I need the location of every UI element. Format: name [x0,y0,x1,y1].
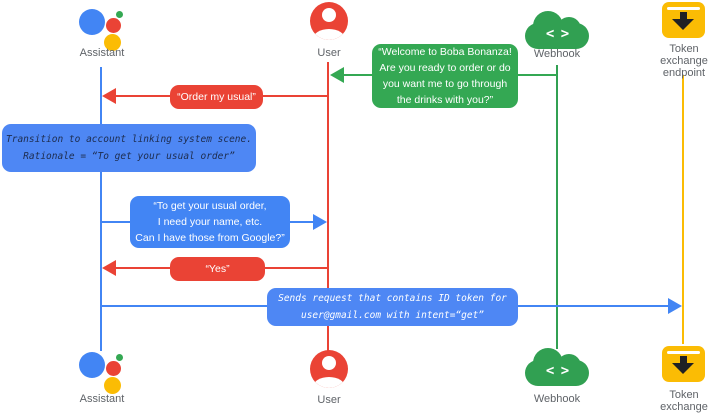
code-brackets-icon: < > [545,26,569,42]
webhook-cloud-icon: < > [525,11,589,49]
message-ask-details: “To get your usual order, I need your na… [130,196,290,248]
webhook-lifeline [556,65,558,349]
arrow-order-usual-head-icon [102,88,116,104]
assistant-red-circle [106,18,121,33]
user-body-shape [313,29,345,40]
assistant-icon [78,8,126,52]
message-order-usual: “Order my usual” [170,85,263,109]
webhook-label-bottom: Webhook [533,393,581,405]
user-label-bottom: User [317,394,341,406]
message-welcome: “Welcome to Boba Bonanza! Are you ready … [372,44,518,108]
token-endpoint-label-top: Token exchange endpoint [660,43,708,79]
assistant-yellow-circle [104,34,121,51]
download-arrow-icon [672,363,694,374]
assistant-blue-circle [79,9,105,35]
message-send-request: Sends request that contains ID token for… [267,288,518,326]
message-yes: “Yes” [170,257,265,281]
token-endpoint-label-bottom: Token exchange endpoint [660,389,708,413]
token-endpoint-icon-bottom [662,346,705,382]
user-head-shape [322,8,336,22]
user-icon [310,2,348,40]
user-icon-bottom [310,350,348,388]
note-transition-account-linking: Transition to account linking system sce… [2,124,256,172]
arrow-ask-details-head-icon [313,214,327,230]
assistant-icon-bottom [78,351,126,395]
code-brackets-icon: < > [545,363,569,379]
assistant-label-bottom: Assistant [79,393,125,405]
download-arrow-icon [672,19,694,30]
arrow-send-request-head-icon [668,298,682,314]
token-endpoint-lifeline [682,75,684,344]
assistant-label-top: Assistant [79,47,125,59]
assistant-lifeline [100,67,102,351]
arrow-welcome-head-icon [330,67,344,83]
webhook-label-top: Webhook [533,48,581,60]
webhook-cloud-icon-bottom: < > [525,348,589,386]
assistant-green-dot [116,11,123,18]
arrow-yes-head-icon [102,260,116,276]
user-label-top: User [317,47,341,59]
user-lifeline [327,62,329,351]
token-endpoint-icon [662,2,705,38]
